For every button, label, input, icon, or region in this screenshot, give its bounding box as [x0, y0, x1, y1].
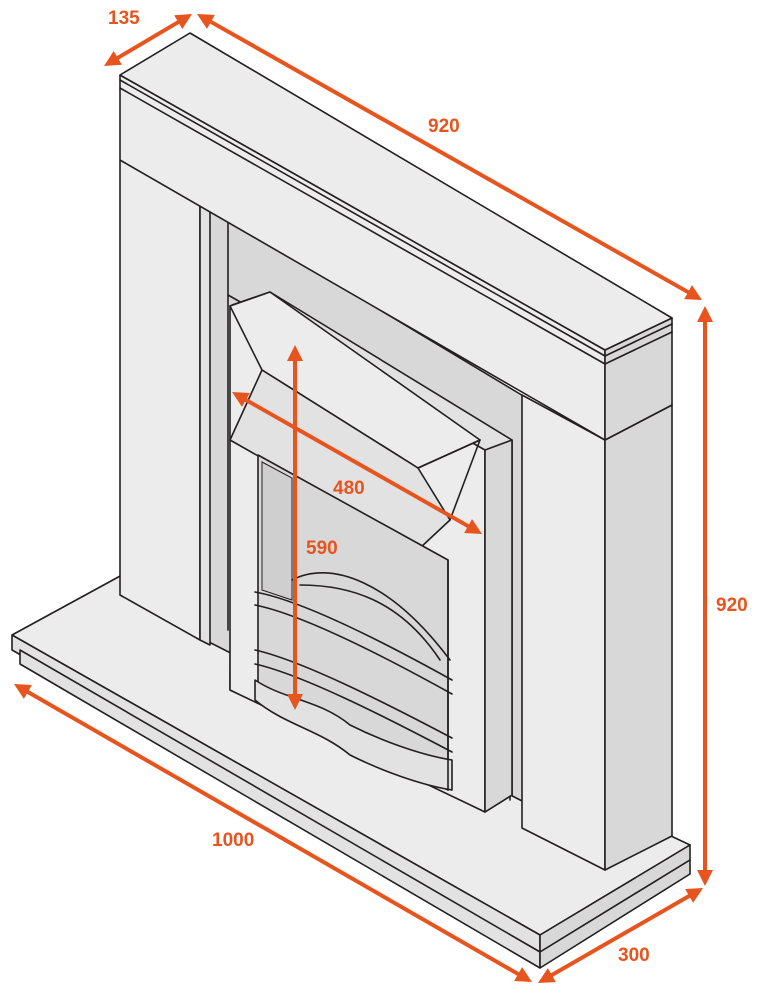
firebox-left-panel	[261, 461, 293, 601]
right-leg-front	[521, 394, 606, 871]
dim-depth-top-line	[110, 17, 186, 63]
plinth-side	[539, 859, 691, 969]
dim-insert-width	[232, 392, 482, 534]
fret-bar-2	[254, 604, 453, 695]
insert-canopy-front	[229, 369, 451, 549]
dim-height	[697, 306, 713, 886]
dim-insert-height	[287, 345, 303, 710]
dim-width-top	[197, 14, 702, 300]
label-hearth-width: 1000	[212, 830, 254, 851]
shelf-edge-line	[119, 79, 606, 357]
dim-hearth-depth-head-start	[538, 968, 556, 983]
left-leg-front	[119, 159, 201, 641]
dim-height-head-start	[697, 306, 713, 322]
label-depth-top: 135	[108, 8, 140, 29]
mantel-beam	[119, 32, 673, 441]
dim-depth-top-head-start	[104, 50, 122, 66]
shelf-side-lower-line	[604, 331, 673, 365]
right-leg	[521, 394, 673, 871]
dim-depth-top	[104, 14, 192, 66]
dim-width-top-head-start	[197, 14, 215, 29]
fret-bar-1	[254, 591, 453, 681]
dim-insert-height-head-start	[287, 345, 303, 361]
left-leg-side	[199, 204, 211, 646]
dim-insert-width-head-end	[464, 519, 482, 534]
dim-hearth-depth-head-end	[685, 888, 703, 903]
dim-height-head-end	[697, 870, 713, 886]
dim-insert-width-line	[238, 394, 476, 532]
shelf-top	[119, 32, 673, 351]
fret-bar-3	[254, 649, 453, 739]
fret-bar-4	[254, 663, 453, 753]
insert-right-frame	[484, 439, 513, 813]
dimension-annotations	[14, 14, 713, 983]
right-leg-side	[604, 404, 673, 871]
dim-hearth-width	[14, 684, 532, 982]
dim-insert-height-head-end	[287, 694, 303, 710]
label-hearth-depth: 300	[618, 945, 650, 966]
label-height: 920	[716, 595, 748, 616]
dim-depth-top-head-end	[174, 14, 192, 30]
shelf-side-line	[604, 323, 673, 357]
shelf-lower-line	[119, 87, 606, 365]
fret-base	[254, 679, 453, 791]
dim-hearth-width-head-end	[514, 967, 532, 982]
canopy-ridge	[417, 439, 481, 521]
dim-width-top-line	[203, 16, 696, 298]
left-leg	[119, 159, 211, 646]
dim-hearth-width-line	[20, 686, 526, 980]
label-insert-width: 480	[333, 478, 365, 499]
dim-width-top-head-end	[684, 285, 702, 300]
dim-insert-width-head-start	[232, 392, 250, 407]
label-width-top: 920	[428, 116, 460, 137]
label-insert-height: 590	[306, 538, 338, 559]
dim-hearth-depth	[538, 888, 703, 983]
fuel-bed-arc	[291, 572, 451, 661]
fuel-bed-arc-2	[299, 584, 441, 661]
dim-hearth-depth-line	[544, 890, 697, 981]
dim-hearth-width-head-start	[14, 684, 32, 699]
